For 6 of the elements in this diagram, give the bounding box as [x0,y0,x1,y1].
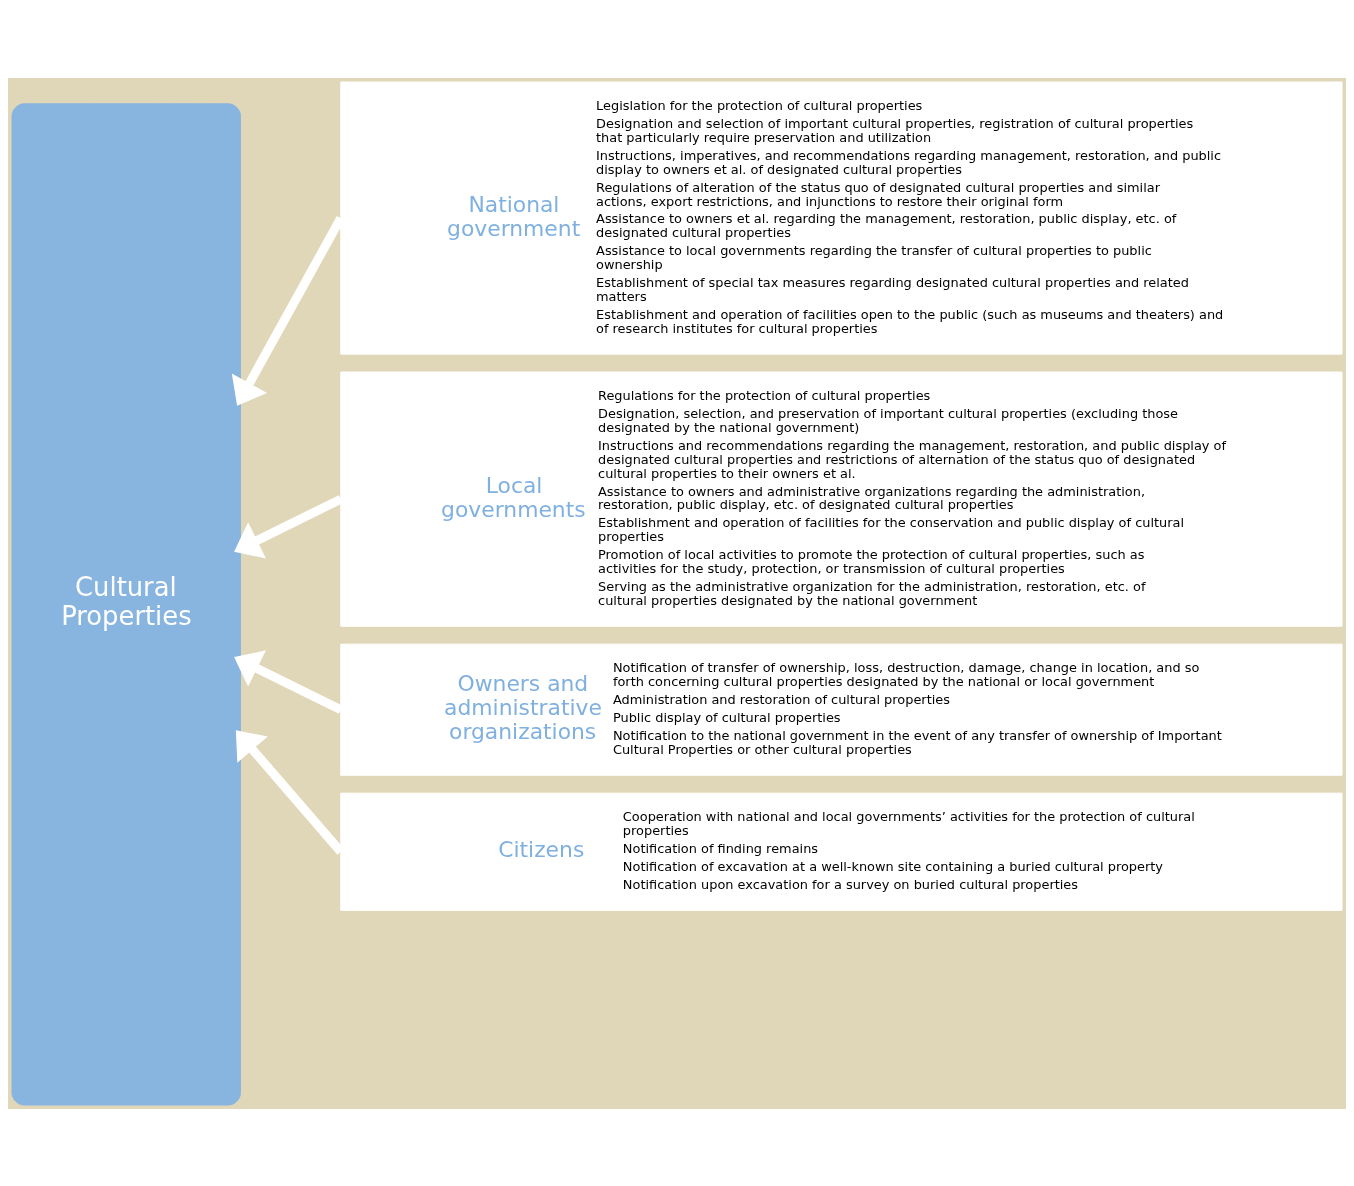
node-box: National government Legislation for the protection of cultural properties Designation and selection of important cultural properties, registration of cultural properties that particularly require preservation and utilization Instructions, imperatives, and recommendations regarding management, restoration, and public display to owners et al. of designated cultural properties Regulations of alteration of the status quo of designated cultural properties and similar actions, export restrictions, and injunctions to restore their original form Assistance to owners et al. regarding the management, restoration, public display, etc. of designated cultural properties Assistance to local governments regarding the transfer of cultural properties to public ownership Establishment of special tax measures regarding designated cultural properties and related matters Establishment and operation of facilities open to the public (such as museums and theaters) and of research institutes for cultural properties [340,80,1343,355]
node-box: Local governments Regulations for the protection of cultural properties Designation, selection, and preservation of important cultural properties (excluding those designated by the national government) Instructions and recommendations regarding the management, restoration, and public display of designated cultural properties and restrictions of alternation of the status quo of designated cultural properties to their owners et al. Assistance to owners and administrative organizations regarding the administration, restoration, public display, etc. of designated cultural properties Establishment and operation of facilities for the conservation and public display of cultural properties Promotion of local activities to promote the protection of cultural properties, such as activities for the study, protection, or transmission of cultural properties Serving as the administrative organization for the administration, restoration, etc. of cultural properties designated by the national government [340,371,1343,627]
node-box: Cultural Properties [11,102,241,1106]
node-box: Citizens Cooperation with national and local governments’ activities for the protection of cultural properties Notification of finding remains Notification of excavation at a well-known site containing a buried cultural property Notification upon excavation for a survey on buried cultural properties [340,792,1343,911]
arrow [234,494,343,558]
arrow [234,649,343,714]
